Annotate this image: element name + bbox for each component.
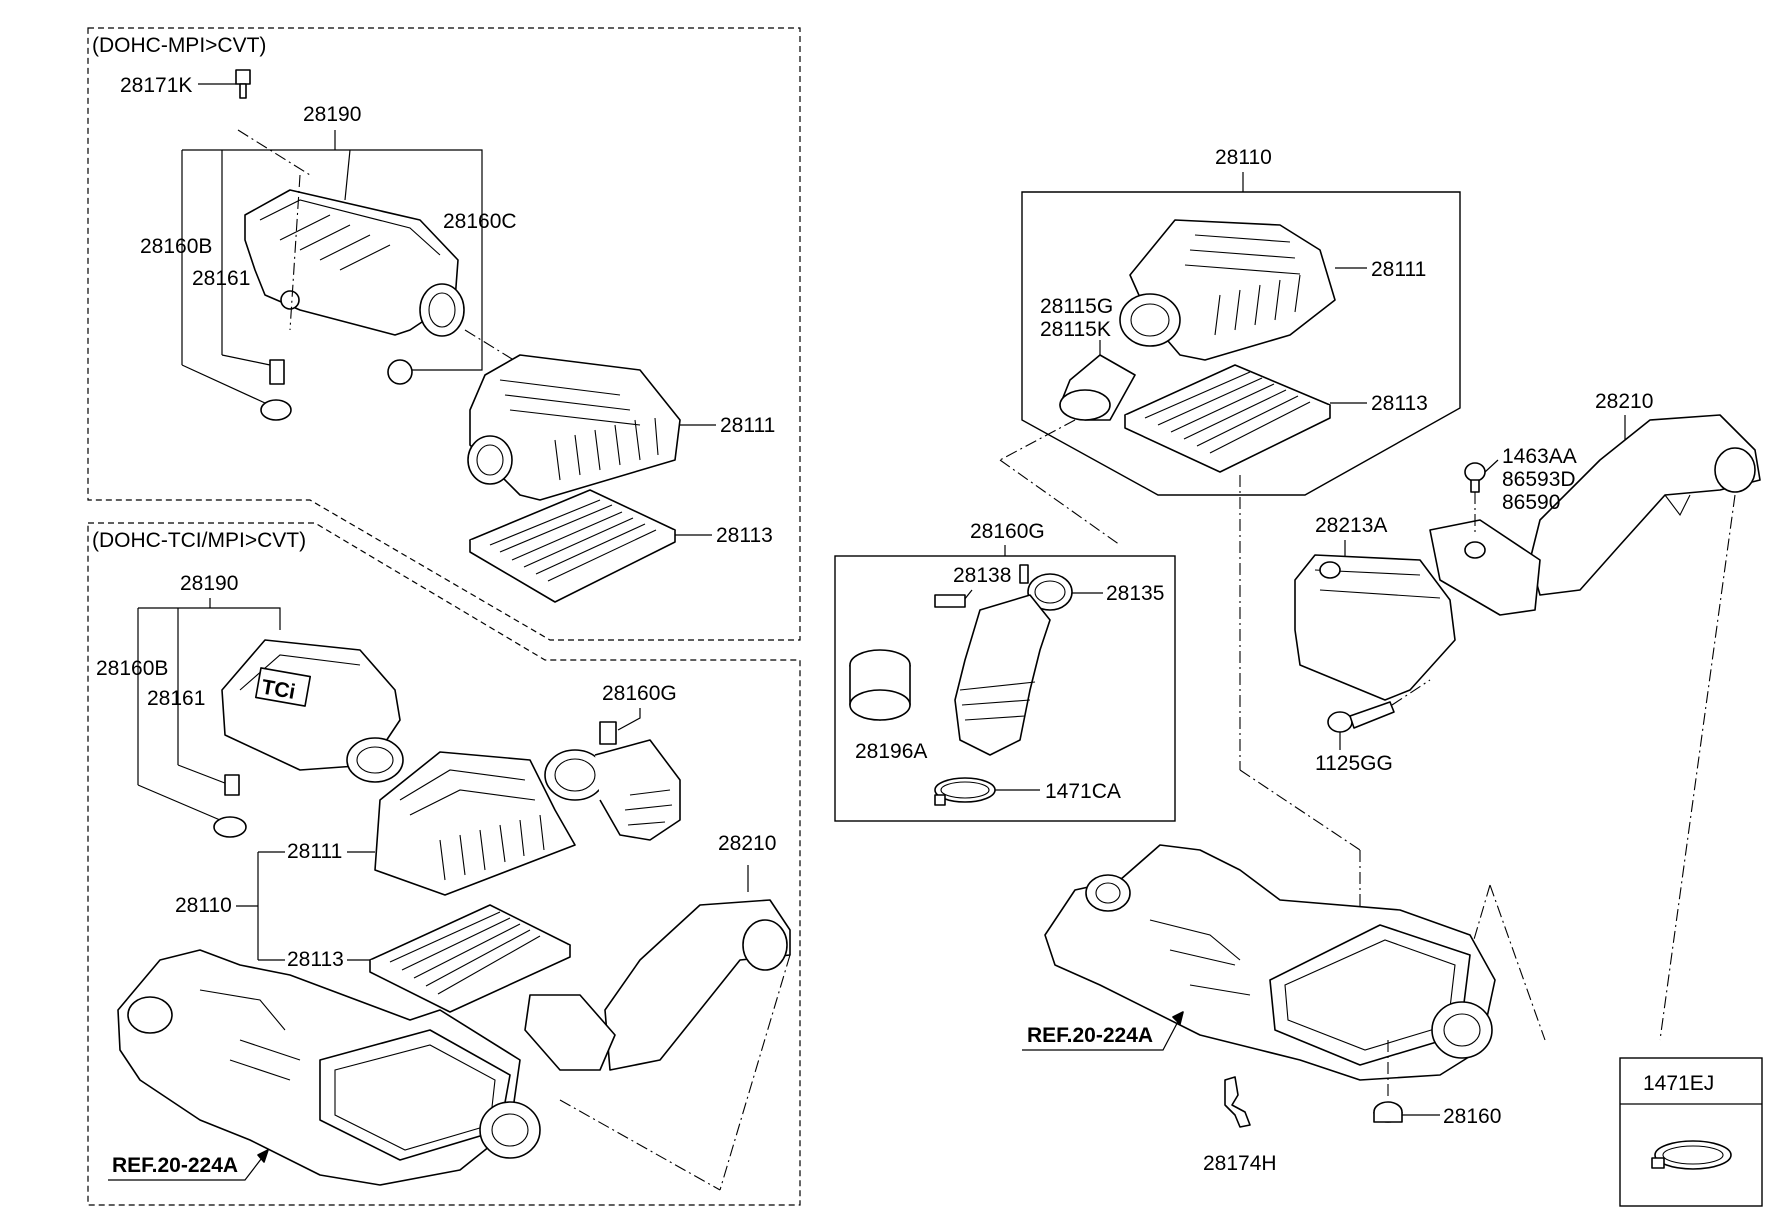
tube-28115G-icon	[1059, 354, 1136, 421]
tci-lower-case-icon	[374, 751, 576, 896]
label-1471EJ: 1471EJ	[1643, 1072, 1714, 1095]
tci-pin-28161-icon	[224, 774, 240, 796]
mpi-lower-case-icon	[467, 354, 681, 501]
label-tci-28160B: 28160B	[96, 657, 168, 680]
label-tci-28161: 28161	[147, 687, 205, 710]
label-28115K: 28115K	[1040, 318, 1111, 341]
grommet-28160C-icon	[387, 359, 413, 385]
label-tci-28190: 28190	[180, 572, 238, 595]
label-28135: 28135	[1106, 582, 1164, 605]
label-mpi-28161: 28161	[192, 267, 250, 290]
label-28160C: 28160C	[443, 210, 517, 233]
bolt-1125GG-icon	[1327, 701, 1395, 733]
label-main-28110: 28110	[1215, 146, 1272, 169]
label-28171K: 28171K	[120, 74, 192, 97]
label-86593D: 86593D	[1502, 468, 1576, 491]
label-86590: 86590	[1502, 491, 1560, 514]
clamp-1471CA-icon	[934, 777, 996, 806]
mpi-filter-icon	[469, 489, 676, 603]
filter-28196A-icon	[849, 649, 911, 721]
label-main-28160G: 28160G	[970, 520, 1045, 543]
label-tci-28113: 28113	[287, 948, 344, 971]
label-tci-28210: 28210	[718, 832, 776, 855]
mpi-upper-cover-icon	[244, 189, 465, 337]
main-duct-28210-icon	[1429, 414, 1761, 616]
tci-section-header: (DOHC-TCI/MPI>CVT)	[92, 529, 306, 552]
grommet-28160-icon	[1373, 1101, 1403, 1123]
label-28115G: 28115G	[1040, 295, 1113, 318]
tci-section: (DOHC-TCI/MPI>CVT) 28190 28160B 28161 TC…	[87, 522, 801, 1206]
main-28110-box	[1021, 191, 1461, 496]
grommet-28160B-icon	[260, 399, 292, 421]
label-mpi-28160B: 28160B	[140, 235, 212, 258]
label-28160: 28160	[1443, 1105, 1501, 1128]
label-tci-28111: 28111	[287, 840, 342, 863]
label-1125GG: 1125GG	[1315, 752, 1393, 775]
label-1471CA: 1471CA	[1045, 780, 1121, 803]
label-1463AA: 1463AA	[1502, 445, 1577, 468]
pin-28161-icon	[269, 359, 285, 385]
label-28174H: 28174H	[1203, 1152, 1277, 1175]
mpi-section: (DOHC-MPI>CVT) 28171K 28190 28160C 28160…	[87, 27, 801, 641]
label-main-28113: 28113	[1371, 392, 1428, 415]
clamp-1471EJ-icon	[1651, 1140, 1732, 1170]
mpi-section-border	[87, 27, 801, 641]
tci-upper-cover-icon: TCi	[221, 639, 404, 783]
tci-duct-28210-icon	[524, 899, 791, 1071]
tci-ref-label: REF.20-224A	[112, 1154, 238, 1177]
clip-28174H-icon	[1224, 1076, 1251, 1128]
label-28213A: 28213A	[1315, 514, 1387, 537]
main-filter-icon	[1124, 364, 1331, 473]
main-hose-28160G-icon	[934, 564, 1073, 756]
label-mpi-28111: 28111	[720, 414, 775, 437]
box-1471EJ	[1619, 1057, 1763, 1207]
label-tci-28160G: 28160G	[602, 682, 677, 705]
tci-intake-base-icon	[117, 949, 541, 1186]
label-28196A: 28196A	[855, 740, 927, 763]
tci-hose-28160G-icon	[544, 721, 681, 841]
fastener-1463AA-icon	[1464, 462, 1486, 493]
label-28138: 28138	[953, 564, 1011, 587]
main-ref-label: REF.20-224A	[1027, 1024, 1153, 1047]
main-28160G-box	[834, 555, 1176, 822]
tci-filter-icon	[369, 904, 571, 1013]
label-mpi-28113: 28113	[716, 524, 773, 547]
main-upper-cover-icon	[1119, 219, 1336, 361]
mpi-section-header: (DOHC-MPI>CVT)	[92, 34, 266, 57]
label-mpi-28190: 28190	[303, 103, 361, 126]
tci-grommet-28160B-icon	[213, 816, 247, 838]
bracket-28213A-icon	[1294, 554, 1456, 701]
label-main-28210: 28210	[1595, 390, 1653, 413]
label-main-28111: 28111	[1371, 258, 1426, 281]
label-tci-28110: 28110	[175, 894, 232, 917]
bolt-28171K-icon	[235, 69, 251, 99]
main-intake-base-icon	[1044, 844, 1496, 1081]
main-section: 28110 28111 28115G 28115K 28113	[834, 146, 1763, 1207]
